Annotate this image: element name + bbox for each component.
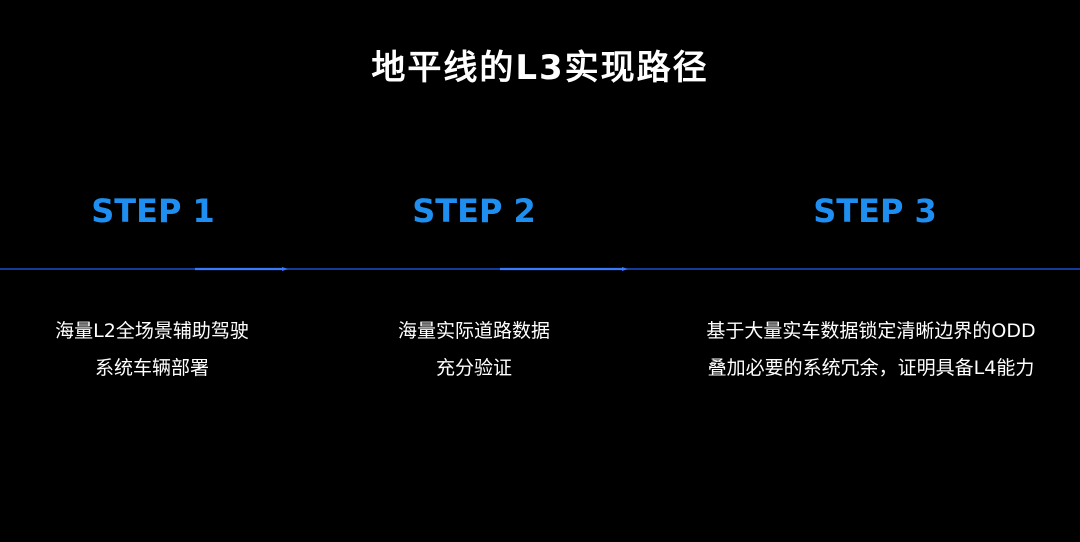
step-3-description: 基于大量实车数据锁定清晰边界的ODD 叠加必要的系统冗余，证明具备L4能力 — [666, 313, 1076, 387]
page-title: 地平线的L3实现路径 — [371, 48, 709, 88]
step-2-line-1: 海量实际道路数据 — [397, 320, 550, 342]
step-1-line-1: 海量L2全场景辅助驾驶 — [55, 320, 249, 342]
step-3-label: STEP 3 — [813, 192, 937, 230]
step-2-label: STEP 2 — [412, 192, 536, 230]
step-1-description: 海量L2全场景辅助驾驶 系统车辆部署 — [12, 313, 292, 387]
timeline-arrowhead-2 — [622, 267, 628, 271]
step-1-line-2: 系统车辆部署 — [94, 357, 209, 379]
step-1-label: STEP 1 — [91, 192, 215, 230]
step-2-line-2: 充分验证 — [435, 357, 512, 379]
timeline-line — [0, 267, 1080, 271]
step-2-description: 海量实际道路数据 充分验证 — [334, 313, 614, 387]
step-3-line-2: 叠加必要的系统冗余，证明具备L4能力 — [707, 357, 1035, 379]
timeline-arrowhead-1 — [282, 267, 288, 271]
step-3-line-1: 基于大量实车数据锁定清晰边界的ODD — [706, 320, 1036, 342]
timeline — [0, 267, 1080, 271]
